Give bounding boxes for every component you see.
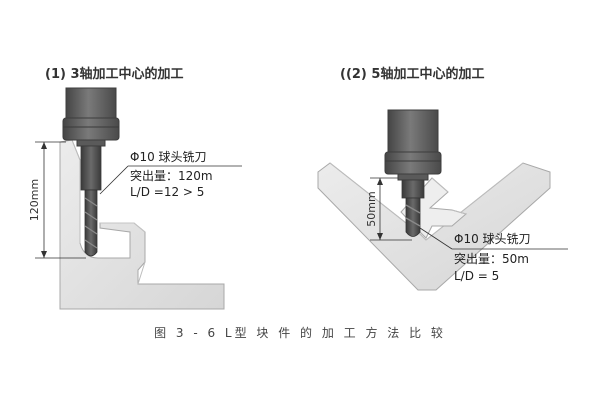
left-dimension: 120mm [28, 141, 86, 259]
right-dimension-label: 50mm [365, 191, 378, 226]
figure-caption: 图 3 - 6 L型 块 件 的 加 工 方 法 比 较 [154, 326, 446, 340]
left-l-part [59, 139, 225, 310]
right-tool-label: Φ10 球头铣刀 [454, 232, 531, 246]
right-v-part [317, 162, 551, 291]
right-panel-title: ((2) 5轴加工中心的加工 [340, 67, 485, 82]
right-dimension: 50mm [365, 177, 412, 241]
right-ball-end-mill [405, 197, 421, 237]
left-panel: 120mm Φ10 球头铣刀 突出量：120m L/D =12 > 5 [28, 87, 242, 310]
left-panel-title: (1) 3轴加工中心的加工 [45, 67, 184, 82]
right-panel: 50mm Φ10 球头铣刀 突出量：50m L/D = 5 [317, 109, 568, 291]
left-tool-label: Φ10 球头铣刀 [130, 150, 207, 164]
right-annotation: Φ10 球头铣刀 突出量：50m L/D = 5 [419, 227, 568, 283]
left-spindle [62, 87, 120, 191]
left-overhang-label: 突出量：120m [130, 168, 213, 183]
left-dimension-label: 120mm [28, 179, 41, 221]
right-spindle [384, 109, 442, 199]
right-overhang-label: 突出量：50m [454, 251, 529, 266]
left-ball-end-mill [84, 189, 98, 257]
left-ratio-label: L/D =12 > 5 [130, 185, 204, 199]
right-ratio-label: L/D = 5 [454, 269, 499, 283]
left-annotation: Φ10 球头铣刀 突出量：120m L/D =12 > 5 [99, 150, 242, 199]
